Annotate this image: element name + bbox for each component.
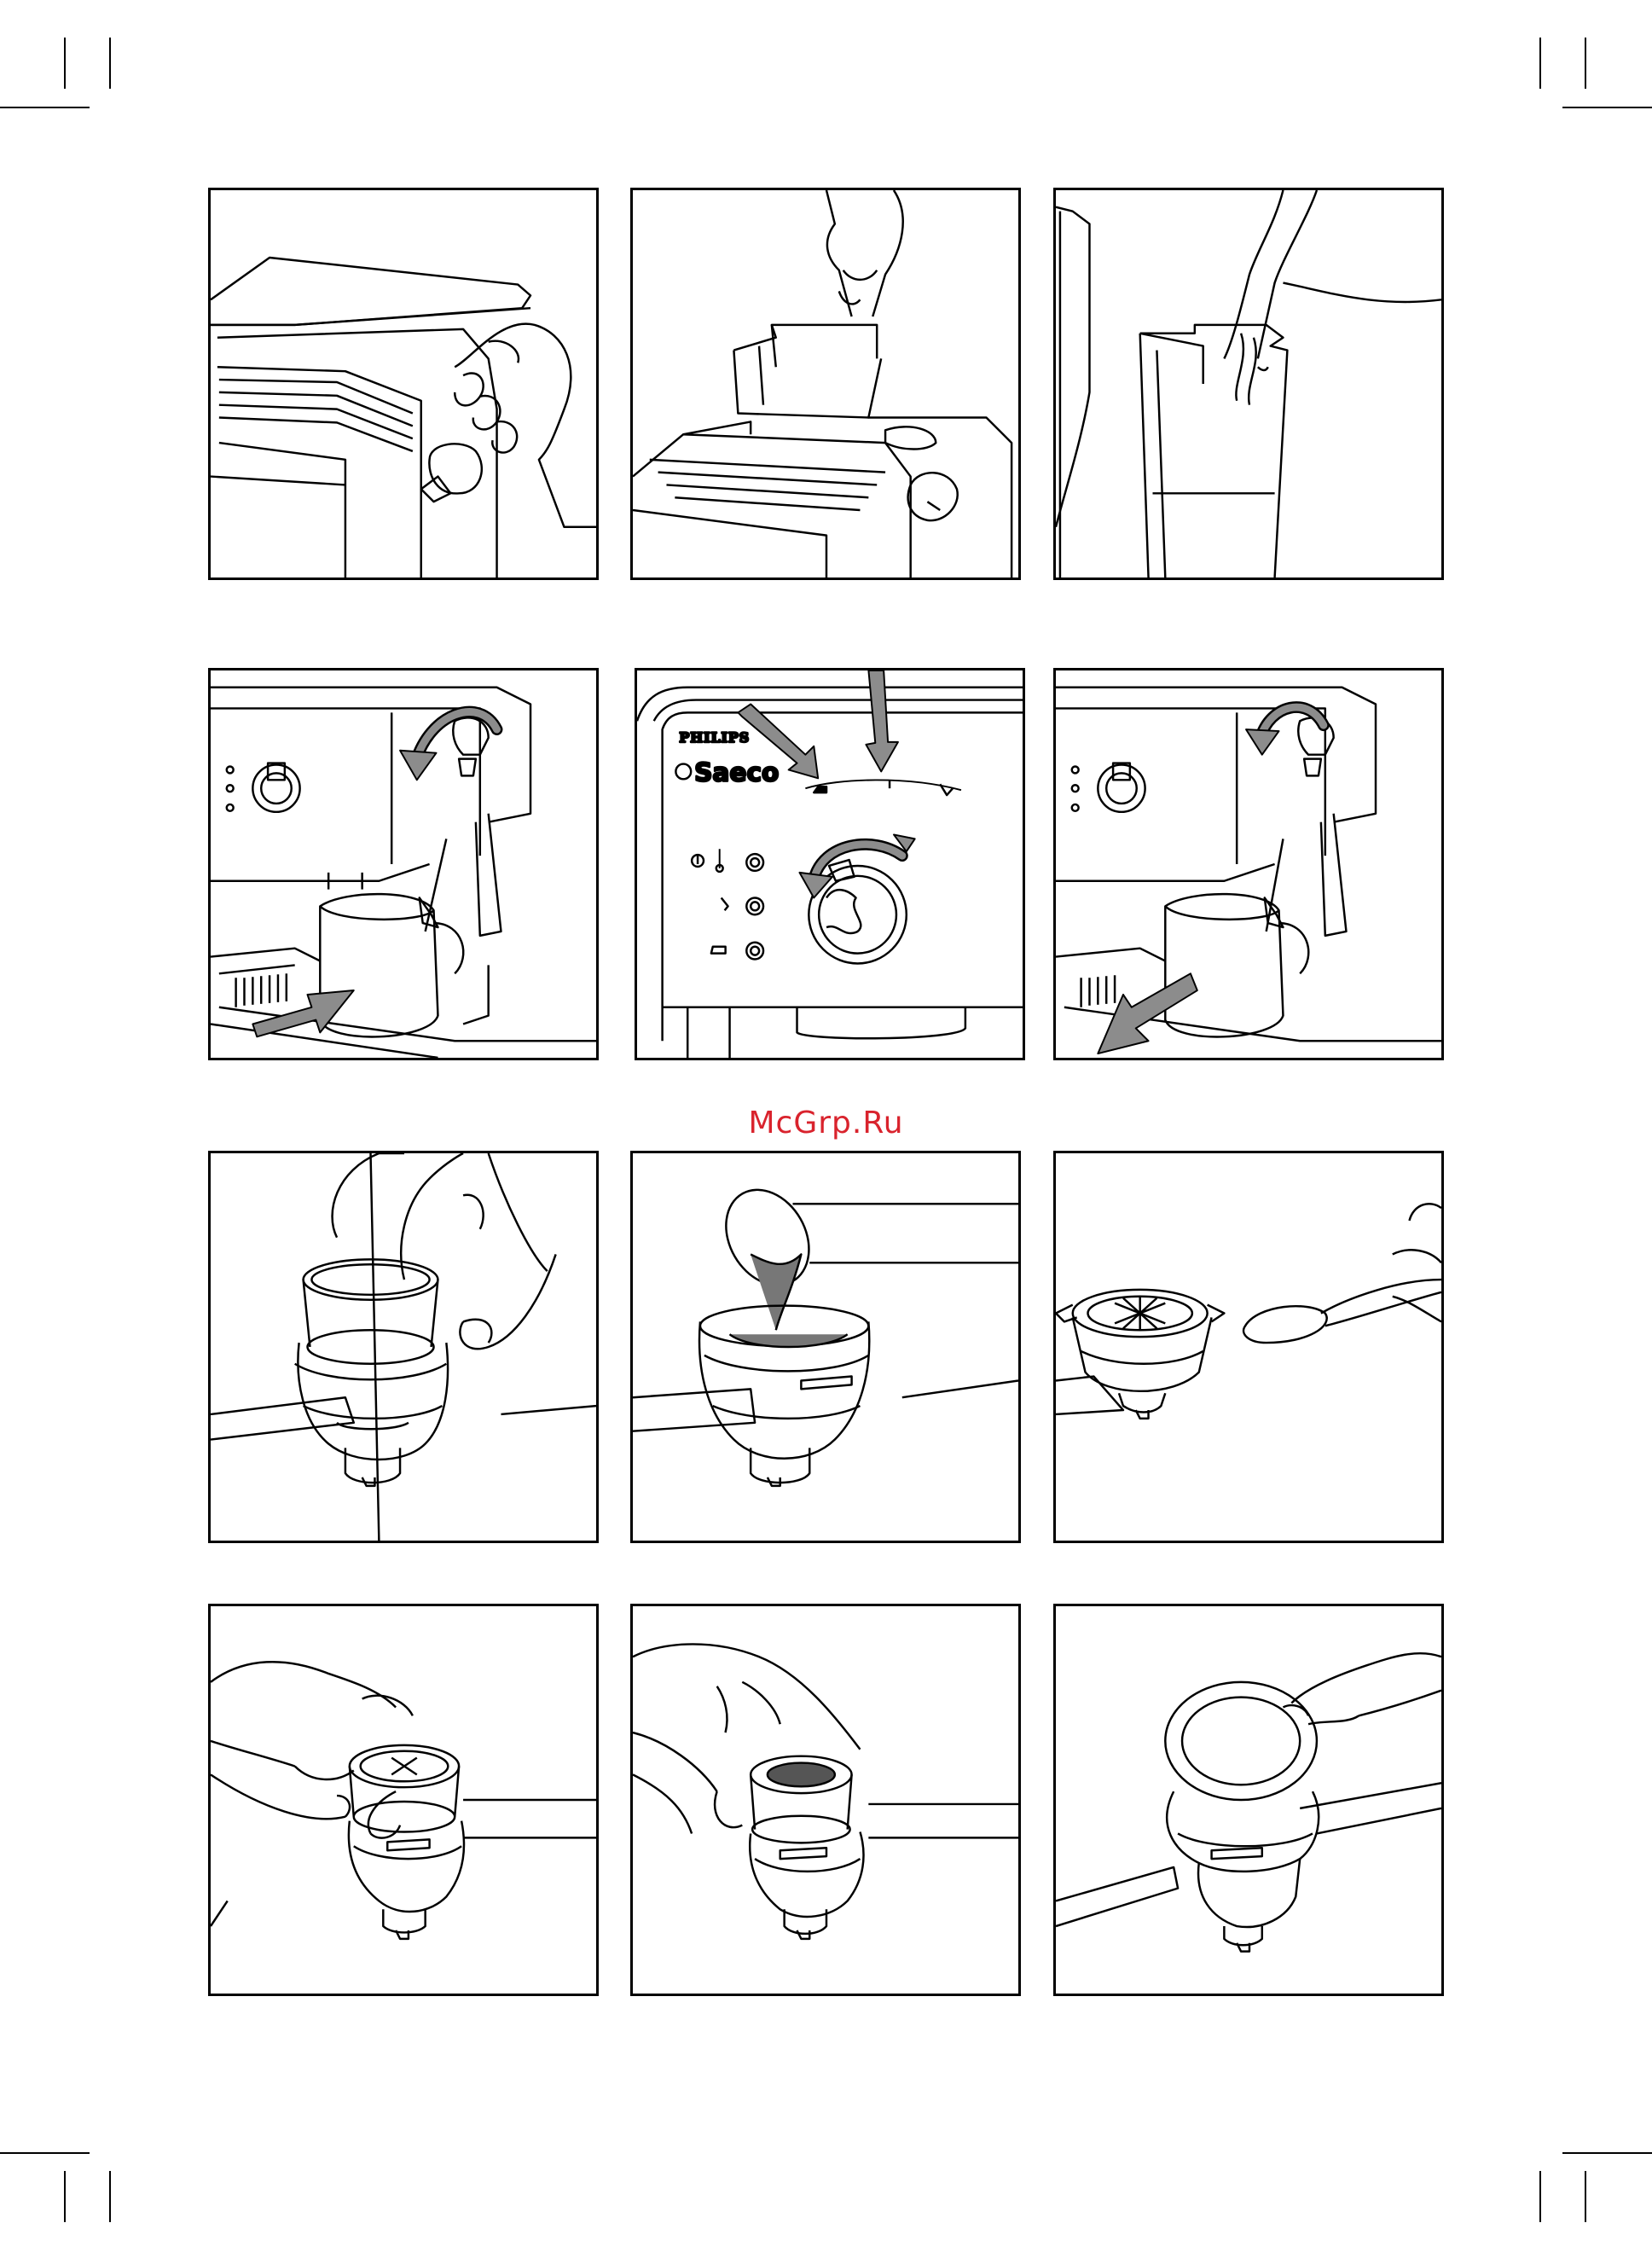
crop-mark <box>109 2171 111 2222</box>
figure-insert-pod-adapter <box>208 1604 599 1996</box>
figure-remove-water-tank-cover <box>208 188 599 580</box>
saeco-logo-mark <box>675 764 691 780</box>
figure-insert-filter-holder <box>208 1151 599 1543</box>
pointer-arrow <box>866 670 898 771</box>
crop-mark <box>1562 2152 1652 2154</box>
saeco-logo-text: Saeco <box>694 757 779 786</box>
crop-mark <box>1585 38 1586 89</box>
hand-lifting-tank-icon <box>633 190 1018 578</box>
crop-mark <box>1585 2171 1586 2222</box>
remove-pitcher-icon <box>1056 670 1441 1058</box>
selector-dial-icon: PHILIPS Saeco <box>637 670 1023 1058</box>
pod-filter-icon <box>633 1606 1018 1994</box>
crop-mark <box>64 38 66 89</box>
crop-mark <box>0 107 90 108</box>
measuring-spoon-icon <box>1056 1153 1441 1541</box>
coffee-scoop-icon <box>633 1153 1018 1541</box>
crop-mark <box>1539 2171 1541 2222</box>
insert-filter-icon <box>211 1153 596 1541</box>
steam-knob-rotation-icon <box>211 670 596 1058</box>
figure-spoon-coffee-filter <box>1053 1151 1444 1543</box>
crop-mark <box>64 2171 66 2222</box>
figure-insert-pod-filter <box>630 1604 1021 1996</box>
watermark-text: McGrp.Ru <box>0 1106 1652 1141</box>
crop-mark <box>1562 107 1652 108</box>
hand-lifting-cover-icon <box>211 190 596 578</box>
figure-remove-pitcher <box>1053 668 1444 1060</box>
figure-select-function-dial: PHILIPS Saeco <box>635 668 1025 1060</box>
figure-add-ground-coffee <box>630 1151 1021 1543</box>
crop-mark <box>109 38 111 89</box>
crop-mark <box>1539 38 1541 89</box>
coffee-pod-icon <box>1056 1606 1441 1994</box>
figure-place-coffee-pod <box>1053 1604 1444 1996</box>
philips-logo-text: PHILIPS <box>679 729 750 746</box>
pod-adapter-icon <box>211 1606 596 1994</box>
pouring-water-icon <box>1056 190 1441 578</box>
crop-mark <box>0 2152 90 2154</box>
figure-fill-water-tank <box>1053 188 1444 580</box>
figure-rotate-steam-knob <box>208 668 599 1060</box>
figure-lift-water-tank <box>630 188 1021 580</box>
